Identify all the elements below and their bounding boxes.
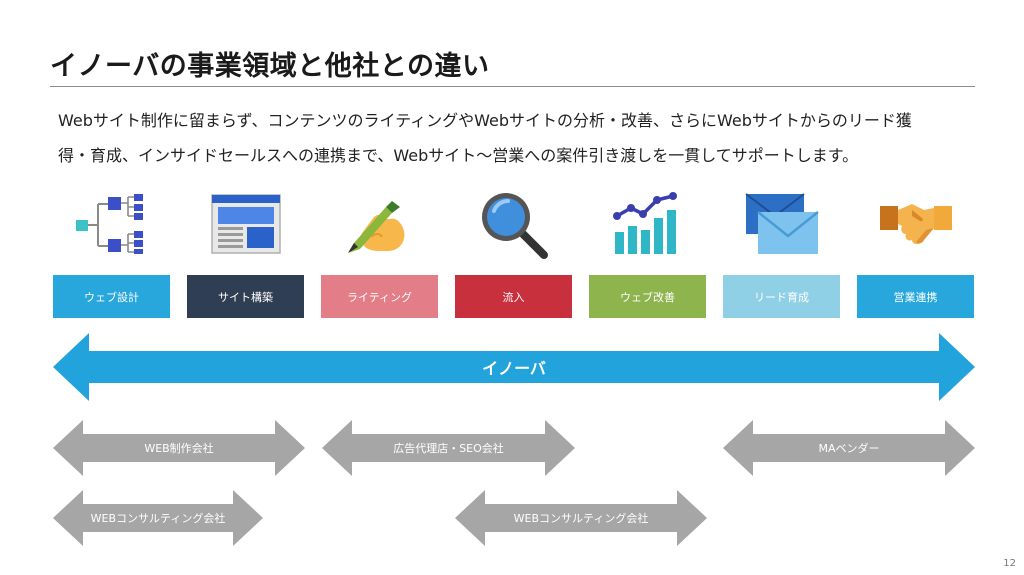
category-label: ライティング xyxy=(346,290,413,304)
magnifier-icon xyxy=(455,186,573,261)
writing-hand-icon xyxy=(321,186,439,261)
envelope-icon xyxy=(723,186,841,261)
category-web-design: ウェブ設計 xyxy=(53,275,170,318)
competitor-arrow-ad-agency: 広告代理店・SEO会社 xyxy=(322,420,575,476)
title-divider xyxy=(50,86,975,87)
competitor-label: WEB制作会社 xyxy=(144,442,214,455)
category-lead-nurture: リード育成 xyxy=(723,275,840,318)
category-label: ウェブ改善 xyxy=(620,290,675,304)
page-number: 12 xyxy=(1003,558,1016,569)
competitor-arrow-web-consulting-2: WEBコンサルティング会社 xyxy=(455,490,707,546)
sitemap-icon xyxy=(53,186,171,261)
competitor-label: WEBコンサルティング会社 xyxy=(513,512,649,525)
innova-scope-arrow: イノーバ xyxy=(53,333,975,401)
website-icon xyxy=(187,186,305,261)
category-label: 営業連携 xyxy=(893,290,938,304)
competitor-arrow-web-consulting-1: WEBコンサルティング会社 xyxy=(53,490,263,546)
description-text: Webサイト制作に留まらず、コンテンツのライティングやWebサイトの分析・改善、… xyxy=(58,111,912,165)
page-title: イノーバの事業領域と他社との違い xyxy=(50,51,490,82)
category-label: ウェブ設計 xyxy=(84,290,139,304)
competitor-label: 広告代理店・SEO会社 xyxy=(393,442,504,455)
competitor-arrow-ma-vendor: MAベンダー xyxy=(723,420,975,476)
competitor-arrow-web-production: WEB制作会社 xyxy=(53,420,305,476)
competitor-label: MAベンダー xyxy=(818,442,880,455)
category-site-build: サイト構築 xyxy=(187,275,304,318)
category-web-improve: ウェブ改善 xyxy=(589,275,706,318)
handshake-icon xyxy=(857,186,975,261)
category-label: サイト構築 xyxy=(218,290,273,304)
category-label: リード育成 xyxy=(754,290,809,304)
growth-chart-icon xyxy=(589,186,707,261)
category-label: 流入 xyxy=(502,290,525,304)
category-writing: ライティング xyxy=(321,275,438,318)
category-sales-link: 営業連携 xyxy=(857,275,974,318)
competitor-label: WEBコンサルティング会社 xyxy=(90,512,226,525)
innova-label: イノーバ xyxy=(482,359,546,378)
category-traffic: 流入 xyxy=(455,275,572,318)
